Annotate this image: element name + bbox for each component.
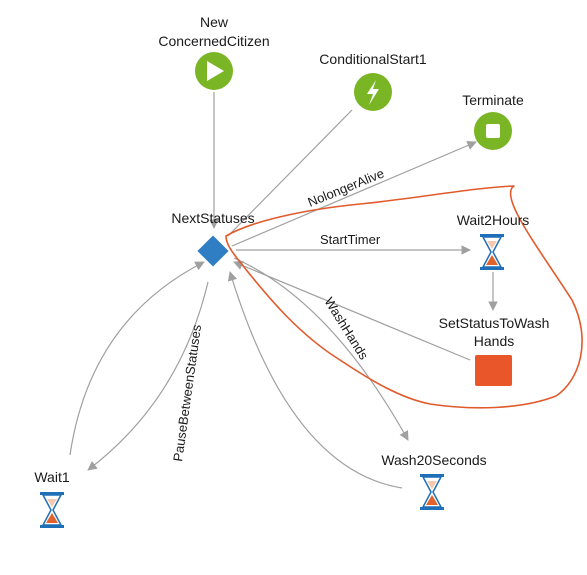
edge-wait1-to-next[interactable] [69,261,205,456]
terminate-node[interactable] [474,112,512,150]
edge-conditional-to-next[interactable] [227,109,353,237]
hourglass-icon [480,234,504,270]
edge-wash20-to-next[interactable] [227,271,403,489]
hand-drawn-annotation-loop [225,185,583,409]
edge-next-to-terminate[interactable] [231,140,477,247]
lightning-icon [367,80,379,105]
node-label-terminate: Terminate [462,92,524,108]
edge-next-to-wash20[interactable] [233,257,409,441]
node-label-wait1: Wait1 [34,469,70,485]
node-label-set-status-line2: Hands [473,333,515,349]
connectors [69,92,498,489]
edge-setstatus-to-next[interactable] [233,260,471,361]
edge-label-pause-between-statuses: PauseBetweenStatuses [170,323,204,462]
node-label-new-line2: ConcernedCitizen [158,33,270,49]
stop-icon [486,124,500,138]
node-label-next-statuses: NextStatuses [171,210,255,226]
hourglass-icon [420,474,444,510]
action-node-set-status-to-wash-hands[interactable] [475,355,512,386]
node-label-conditional-start: ConditionalStart1 [319,51,427,67]
node-label-wait2hours: Wait2Hours [456,212,530,228]
node-label-new-line1: New [199,14,228,30]
hourglass-icon [40,492,64,528]
play-icon [207,61,224,81]
node-label-wash20seconds: Wash20Seconds [381,452,487,468]
decision-node-next-statuses[interactable] [197,235,229,267]
conditional-start-node[interactable] [354,73,392,111]
wait-node-wait2hours[interactable] [480,234,504,270]
start-node-new-concerned-citizen[interactable] [195,52,233,90]
wait-node-wait1[interactable] [40,492,64,528]
wait-node-wash20seconds[interactable] [420,474,444,510]
edge-label-start-timer: StartTimer [320,232,381,247]
square-action-icon [475,355,512,386]
diamond-decision-icon [197,235,229,267]
edge-next-to-wait1[interactable] [87,281,209,471]
node-label-set-status-line1: SetStatusToWash [438,315,550,331]
